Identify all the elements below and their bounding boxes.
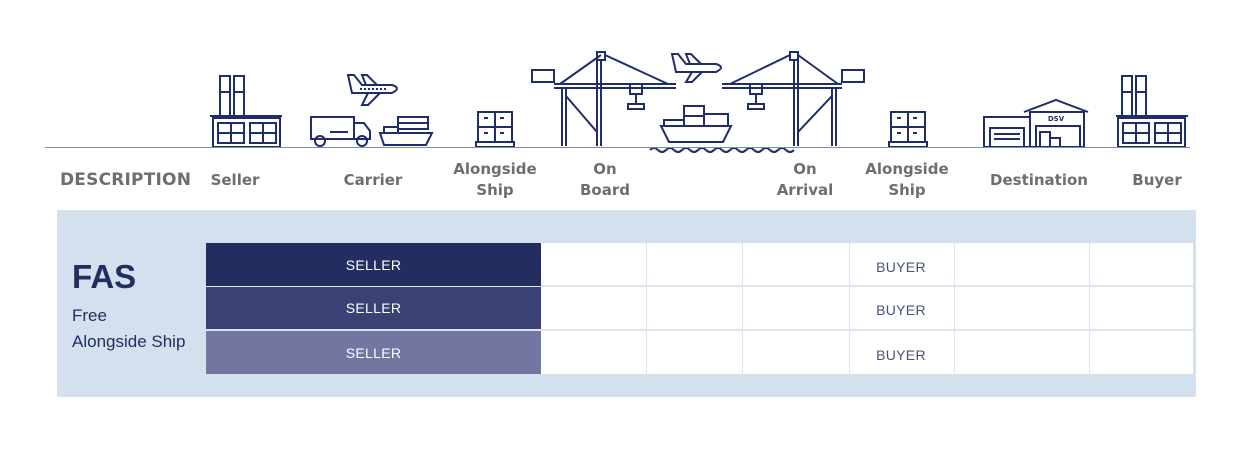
carrier-truck-icon: [310, 116, 371, 147]
seller-label: SELLER: [345, 344, 402, 361]
column-header-alongside-ship-origin: Alongside Ship: [450, 159, 540, 201]
column-label: Ship: [476, 181, 514, 199]
seller-label: SELLER: [345, 256, 402, 273]
incoterm-code: FAS: [72, 258, 137, 295]
column-header-alongside-ship-destination: Alongside Ship: [862, 159, 952, 201]
column-label: On: [593, 160, 617, 178]
responsibility-grid: SELLER SELLER SELLER BUYER BUYER BUYER: [206, 243, 1193, 374]
logistics-illustration: DSV: [210, 51, 1188, 153]
grid-divider: [849, 243, 850, 374]
column-label: Destination: [990, 171, 1088, 189]
carrier-plane-icon: [346, 74, 398, 106]
carrier-ship-icon: [378, 116, 434, 146]
warehouse-icon: [983, 98, 1089, 148]
buyer-label: BUYER: [876, 259, 926, 275]
column-label: Board: [580, 181, 630, 199]
grid-divider: [742, 243, 743, 374]
port-crane-right-icon: [722, 51, 865, 146]
grid-divider: [646, 243, 647, 374]
buyer-factory-icon: [1116, 75, 1188, 148]
buyer-label: BUYER: [876, 302, 926, 318]
column-label: Buyer: [1132, 171, 1182, 189]
incoterm-name: Free Alongside Ship: [72, 303, 185, 355]
grid-divider: [206, 329, 1193, 331]
seller-responsibility-bar: SELLER: [206, 331, 541, 374]
seller-label: SELLER: [345, 300, 402, 316]
pallet-boxes-icon: [888, 111, 928, 148]
cargo-ship-icon: [649, 105, 795, 153]
column-header-seller: Seller: [200, 170, 270, 191]
column-label: Alongside: [865, 160, 949, 178]
column-label: Arrival: [776, 181, 834, 199]
buyer-label: BUYER: [876, 347, 926, 363]
column-label: Ship: [888, 181, 926, 199]
column-header-on-arrival: On Arrival: [768, 159, 842, 201]
seller-responsibility-bar: SELLER: [206, 243, 541, 286]
column-label: Alongside: [453, 160, 537, 178]
column-header-on-board: On Board: [570, 159, 640, 201]
plane-icon: [670, 53, 722, 83]
column-label: On: [793, 160, 817, 178]
column-label: Carrier: [343, 171, 403, 189]
column-label: Seller: [210, 171, 260, 189]
description-header: DESCRIPTION: [60, 170, 192, 190]
grid-divider: [1089, 243, 1090, 374]
seller-responsibility-bar: SELLER: [206, 287, 541, 329]
seller-factory-icon: [210, 75, 282, 148]
grid-divider: [206, 285, 1193, 287]
pallet-boxes-icon: [475, 111, 515, 148]
ground-line: [45, 147, 1190, 148]
incoterm-name-line: Free: [72, 306, 107, 325]
incoterm-name-line: Alongside Ship: [72, 332, 186, 351]
warehouse-sign: DSV: [1048, 115, 1065, 123]
column-header-destination: Destination: [984, 170, 1094, 191]
grid-divider: [954, 243, 955, 374]
port-crane-left-icon: [531, 51, 676, 146]
column-header-buyer: Buyer: [1124, 170, 1190, 191]
column-header-carrier: Carrier: [330, 170, 416, 191]
